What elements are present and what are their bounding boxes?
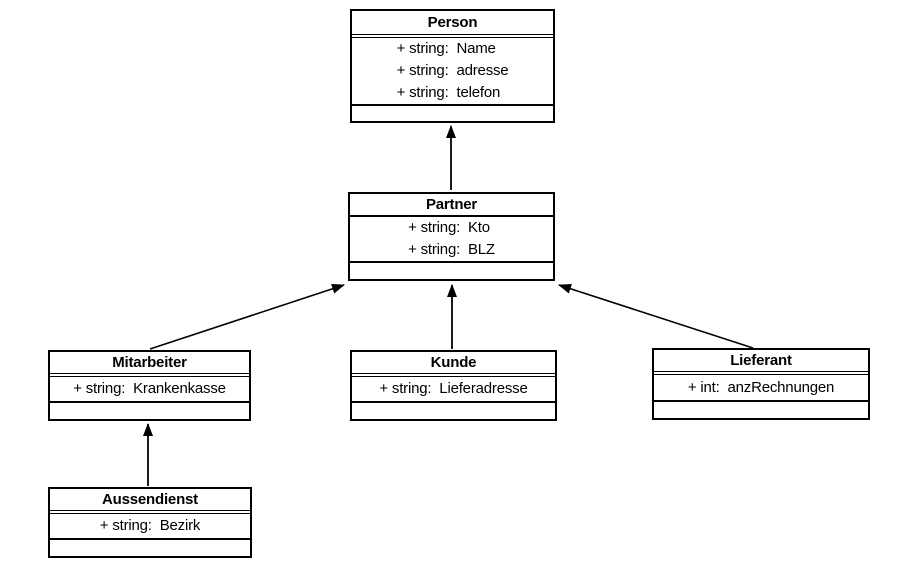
title-separator — [50, 373, 249, 377]
class-person[interactable]: Person + string: Name + string: adresse … — [350, 9, 555, 123]
class-mitarbeiter[interactable]: Mitarbeiter + string: Krankenkasse — [48, 350, 251, 421]
attributes-compartment: + int: anzRechnungen — [654, 375, 868, 400]
methods-compartment — [50, 538, 250, 556]
attribute: + string: Bezirk — [99, 517, 201, 534]
class-title: Partner — [425, 196, 478, 213]
title-separator — [50, 510, 250, 514]
methods-compartment — [654, 400, 868, 418]
edge-mitarbeiter-to-partner — [149, 284, 345, 350]
attribute: + string: Krankenkasse — [73, 380, 226, 397]
attribute: + string: Kto — [408, 219, 490, 236]
methods-compartment — [352, 104, 553, 122]
attribute: + string: Lieferadresse — [379, 380, 528, 397]
attributes-compartment: + string: Krankenkasse — [50, 377, 249, 401]
title-separator — [350, 215, 553, 217]
attributes-compartment: + string: Bezirk — [50, 514, 250, 538]
class-partner[interactable]: Partner + string: Kto + string: BLZ — [348, 192, 555, 281]
methods-compartment — [352, 401, 555, 419]
class-title: Kunde — [430, 354, 477, 371]
methods-compartment — [50, 401, 249, 419]
class-title: Lieferant — [730, 352, 792, 369]
attribute: + string: BLZ — [408, 241, 495, 258]
class-title: Person — [427, 14, 478, 31]
methods-compartment — [350, 261, 553, 279]
class-title: Mitarbeiter — [112, 354, 187, 371]
attributes-compartment: + string: Kto + string: BLZ — [350, 217, 553, 261]
attributes-compartment: + string: Lieferadresse — [352, 377, 555, 401]
title-separator — [352, 34, 553, 38]
attribute: + int: anzRechnungen — [687, 378, 835, 396]
attribute: + string: Name — [396, 40, 496, 57]
title-separator — [352, 373, 555, 377]
edge-lieferant-to-partner — [558, 283, 754, 349]
attribute: + string: adresse — [396, 62, 509, 79]
class-kunde[interactable]: Kunde + string: Lieferadresse — [350, 350, 557, 421]
class-lieferant[interactable]: Lieferant + int: anzRechnungen — [652, 348, 870, 420]
class-title: Aussendienst — [102, 491, 198, 508]
title-separator — [654, 371, 868, 375]
attribute: + string: telefon — [396, 84, 501, 101]
attributes-compartment: + string: Name + string: adresse + strin… — [352, 38, 553, 104]
class-aussendienst[interactable]: Aussendienst + string: Bezirk — [48, 487, 252, 558]
